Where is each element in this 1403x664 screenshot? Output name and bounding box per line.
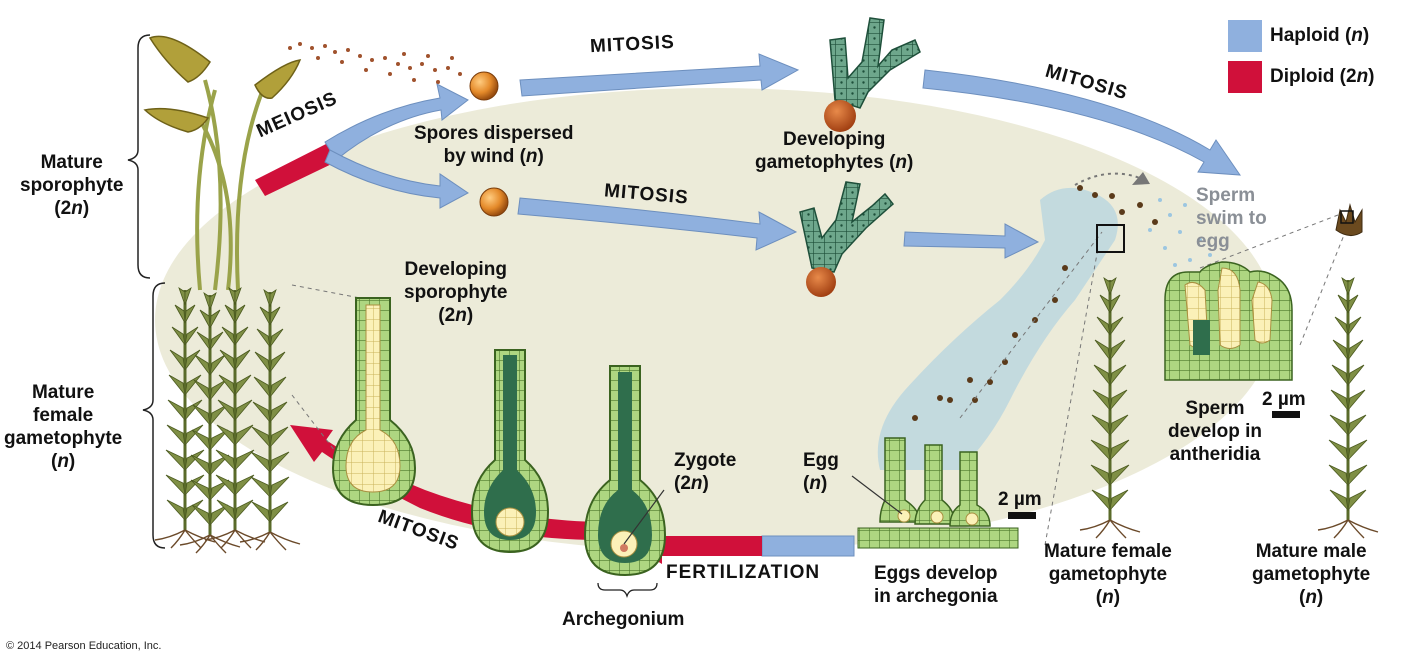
archegonium-with-zygote: [583, 365, 667, 577]
spore-top: [469, 71, 499, 101]
label-zygote: Zygote(2n): [674, 450, 737, 494]
spore-bottom: [479, 187, 509, 217]
developing-gametophyte-top: [824, 17, 921, 132]
fertilization-haploid-segment: [761, 535, 855, 557]
sperm-cells: [912, 185, 1158, 421]
legend-haploid-swatch: [1228, 20, 1262, 52]
antheridia-illustration: [1164, 261, 1293, 381]
developing-gametophyte-bottom: [799, 181, 895, 297]
label-mitosis-top: MITOSIS: [589, 31, 676, 58]
zygote-pointer-line: [623, 489, 665, 545]
sperm-direction-dashed-arrow: [1074, 172, 1146, 186]
gametophyte-bracket: [142, 282, 166, 549]
scale-bar-right-label: 2 µm: [1262, 389, 1306, 410]
label-archegonium: Archegonium: [562, 609, 685, 630]
mitosis-bottom-arrow: [290, 425, 600, 540]
archegonium-middle: [470, 349, 550, 554]
fertilization-arrow: [632, 526, 762, 564]
mature-male-gametophyte: [1316, 203, 1380, 540]
meiosis-arrow-segment: [255, 142, 340, 196]
mature-female-gametophyte-right: [1078, 224, 1142, 540]
mitosis-top-arrow: [519, 53, 800, 97]
life-cycle-background: [155, 88, 1275, 552]
scale-bar-left-line: [1008, 512, 1036, 519]
legend-diploid-label: Diploid (2n): [1270, 66, 1375, 87]
scale-bar-left-label: 2 µm: [998, 489, 1042, 510]
label-egg: Egg(n): [803, 450, 839, 494]
meiosis-to-spore-lower-arrow: [324, 149, 469, 209]
developing-sporophyte-illustration: [331, 297, 417, 507]
egg-pointer-line: [851, 475, 903, 515]
mature-sporophyte-capsules: [143, 35, 302, 291]
archegonium-bracket: [597, 582, 658, 599]
label-fertilization: FERTILIZATION: [666, 562, 821, 583]
zoom-guide-lines: [291, 214, 1349, 546]
dispersing-spores: [288, 42, 462, 84]
copyright-text: © 2014 Pearson Education, Inc.: [6, 640, 162, 652]
mitosis-right-arrow: [922, 69, 1241, 176]
water-drops: [1148, 198, 1212, 267]
legend-haploid-label: Haploid (n): [1270, 25, 1370, 46]
scale-bar-right-line: [1272, 411, 1300, 418]
sporophyte-bracket: [127, 34, 151, 279]
legend-diploid-swatch: [1228, 61, 1262, 93]
to-female-gametophyte-arrow: [903, 223, 1040, 259]
mitosis-middle-arrow: [517, 197, 798, 251]
archegonia-with-eggs: [857, 437, 1019, 549]
meiosis-to-spore-upper-arrow: [324, 83, 469, 161]
